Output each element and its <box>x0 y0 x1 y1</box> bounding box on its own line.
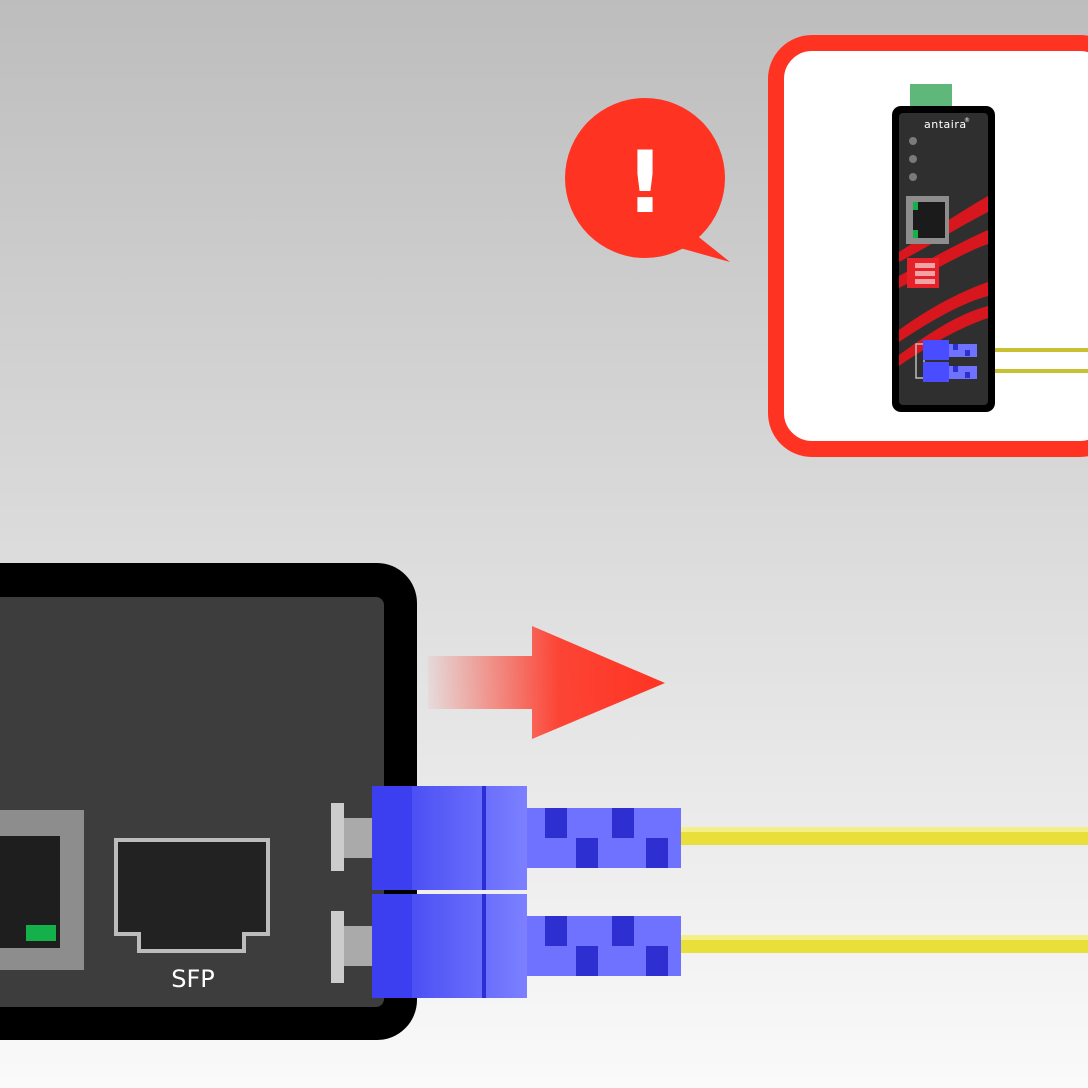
ethernet-port <box>0 810 84 970</box>
status-led-2 <box>909 155 917 163</box>
brand-registered-mark: ® <box>964 117 970 124</box>
thumb-fiber-2 <box>975 369 1088 373</box>
sfp-port-label: SFP <box>171 965 215 993</box>
connector-latch-bottom <box>331 911 344 983</box>
thumb-ethernet-port <box>906 196 949 244</box>
status-led-3 <box>909 173 917 181</box>
power-terminal-block <box>910 84 952 108</box>
thumb-fiber-connectors <box>915 340 977 382</box>
fiber-connector-bottom <box>331 894 681 998</box>
dip-switch <box>907 258 939 288</box>
link-led-icon <box>26 925 56 941</box>
alert-exclamation: ! <box>625 133 664 233</box>
arrow-right-icon <box>428 626 665 739</box>
fiber-cable-bottom <box>680 935 1088 953</box>
fiber-connector-top <box>331 786 681 890</box>
device-front-panel <box>0 597 384 1007</box>
fiber-cable-top <box>680 827 1088 845</box>
device-closeup: SFP <box>0 563 417 1040</box>
sfp-port: SFP <box>114 838 270 993</box>
alert-bubble-icon: ! <box>565 98 730 262</box>
device-callout: antaira ® <box>768 35 1088 457</box>
brand-logo: antaira <box>924 118 967 131</box>
connector-latch-top <box>331 803 344 871</box>
thumb-fiber-1 <box>975 348 1088 352</box>
status-led-1 <box>909 137 917 145</box>
